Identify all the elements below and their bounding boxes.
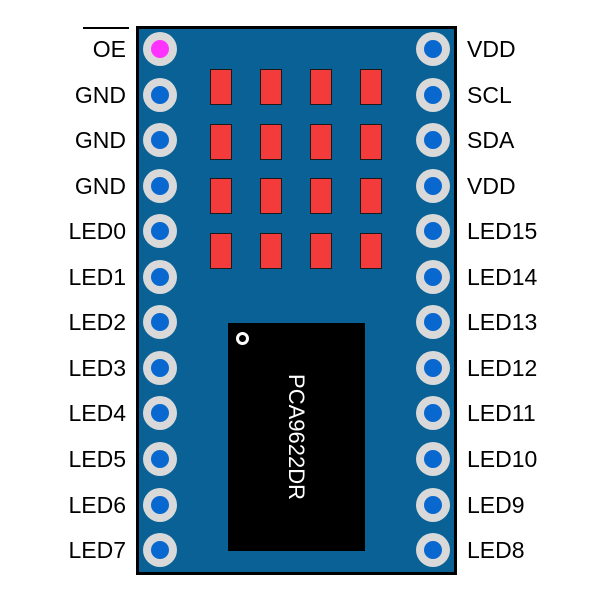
pin-pad-right-11 (416, 533, 450, 568)
pad-hole-icon (424, 85, 442, 104)
pin-label-right-6: LED13 (467, 309, 538, 336)
pin-pad-left-4 (143, 214, 177, 249)
led-2-1 (260, 178, 282, 214)
pad-hole-icon (151, 313, 169, 332)
ic-chip: PCA9622DR (228, 323, 365, 551)
pin-pad-right-0 (416, 32, 450, 66)
pin-pad-left-2 (143, 123, 177, 158)
pin-pad-right-4 (416, 214, 450, 249)
pin-label-right-11: LED8 (467, 537, 525, 564)
led-1-0 (210, 124, 232, 160)
pin-label-right-4: LED15 (467, 218, 538, 245)
led-0-1 (260, 69, 282, 105)
pin-label-right-8: LED11 (467, 400, 536, 427)
pad-hole-icon (151, 449, 169, 468)
pin-label-left-0: OE (92, 36, 126, 62)
pin-label-left-1: GND (74, 81, 126, 108)
pin-label-right-2: SDA (467, 127, 515, 154)
pad-hole-icon (424, 404, 442, 423)
led-3-2 (310, 233, 332, 269)
led-2-2 (310, 178, 332, 214)
pin-label-left-4: LED0 (68, 218, 126, 245)
led-0-3 (360, 69, 382, 105)
pin-label-left-10: LED6 (68, 491, 126, 518)
pad-hole-icon (424, 541, 442, 560)
led-1-1 (260, 124, 282, 160)
led-3-0 (210, 233, 232, 269)
pad-hole-icon (151, 267, 169, 286)
pin-pad-right-10 (416, 487, 450, 522)
pin-pad-right-2 (416, 123, 450, 158)
pin-label-left-11: LED7 (68, 537, 126, 564)
pin-pad-left-7 (143, 350, 177, 385)
pad-hole-icon (151, 176, 169, 195)
pin-pad-left-1 (143, 77, 177, 112)
pin-pad-right-5 (416, 259, 450, 294)
pin-pad-right-7 (416, 350, 450, 385)
pad-hole-icon (151, 222, 169, 241)
pin-pad-right-1 (416, 77, 450, 112)
pin-pad-left-0 (143, 32, 177, 66)
pin-pad-left-8 (143, 396, 177, 431)
pad-hole-icon (151, 131, 169, 150)
pin-pad-left-9 (143, 441, 177, 476)
led-0-2 (310, 69, 332, 105)
pin-label-left-6: LED2 (68, 309, 126, 336)
pad-hole-icon (424, 495, 442, 514)
pad-hole-icon (424, 449, 442, 468)
pad-hole-icon (424, 267, 442, 286)
pin1-dot-icon (236, 332, 249, 345)
led-0-0 (210, 69, 232, 105)
led-1-3 (360, 124, 382, 160)
pin-pad-right-8 (416, 396, 450, 431)
pin-label-right-1: SCL (467, 81, 512, 108)
pad-hole-icon (151, 358, 169, 377)
led-3-3 (360, 233, 382, 269)
pad-hole-icon (424, 313, 442, 332)
pad-hole-icon (151, 404, 169, 423)
pin-label-right-3: VDD (467, 172, 516, 199)
led-2-0 (210, 178, 232, 214)
pin-pad-right-6 (416, 305, 450, 340)
pad-hole-icon (424, 222, 442, 241)
pin-label-left-9: LED5 (68, 445, 126, 472)
pin-label-left-3: GND (74, 172, 126, 199)
pin-pad-right-3 (416, 168, 450, 203)
led-1-2 (310, 124, 332, 160)
pin-label-right-7: LED12 (467, 354, 538, 381)
pin-label-right-9: LED10 (467, 445, 538, 472)
pad-hole-icon (424, 176, 442, 195)
pin-label-right-0: VDD (467, 36, 516, 62)
chip-marking: PCA9622DR (284, 374, 309, 500)
pin-label-left-5: LED1 (68, 263, 126, 290)
pin-label-left-8: LED4 (68, 400, 126, 427)
pin-pad-left-5 (143, 259, 177, 294)
pad-hole-icon (151, 40, 169, 58)
oe-active-low-overline (83, 27, 129, 29)
pad-hole-icon (424, 358, 442, 377)
pad-hole-icon (424, 131, 442, 150)
led-2-3 (360, 178, 382, 214)
led-3-1 (260, 233, 282, 269)
pin-pad-left-10 (143, 487, 177, 522)
pad-hole-icon (424, 40, 442, 58)
pin-label-left-7: LED3 (68, 354, 126, 381)
pin-pad-left-3 (143, 168, 177, 203)
pin-pad-left-11 (143, 533, 177, 568)
pin-pad-right-9 (416, 441, 450, 476)
pin-pad-left-6 (143, 305, 177, 340)
pad-hole-icon (151, 541, 169, 560)
pad-hole-icon (151, 495, 169, 514)
pin-label-left-2: GND (74, 127, 126, 154)
pin-label-right-5: LED14 (467, 263, 538, 290)
pad-hole-icon (151, 85, 169, 104)
pin-label-right-10: LED9 (467, 491, 525, 518)
